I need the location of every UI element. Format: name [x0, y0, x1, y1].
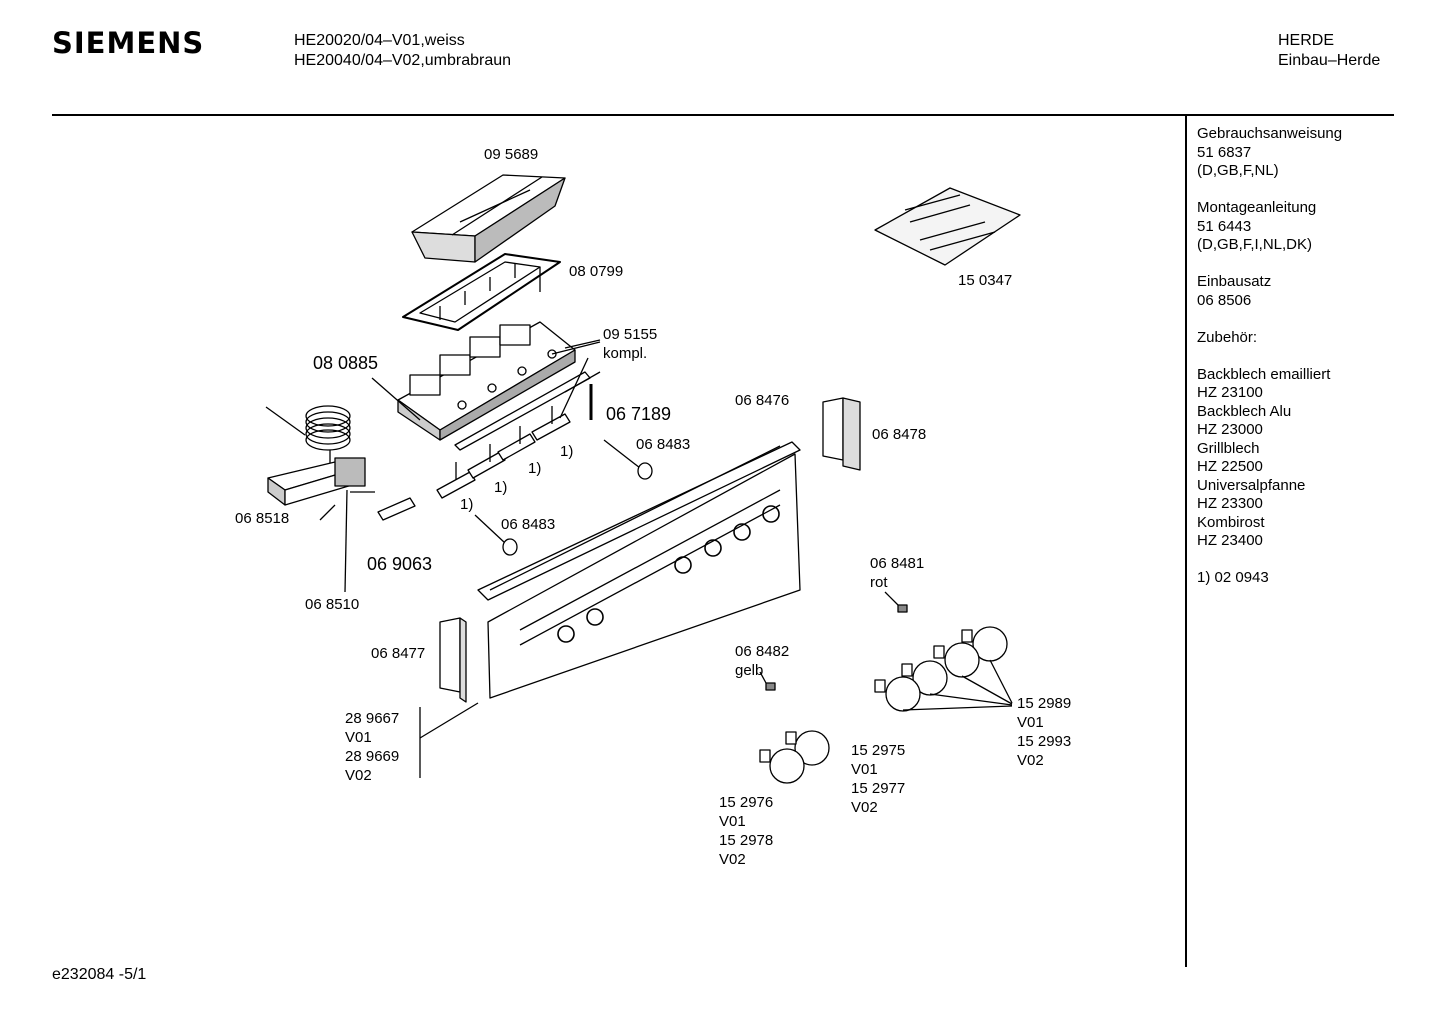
part-label-group: 28 9667 V01 28 9669 V02	[345, 709, 399, 785]
sidebar-text: Einbausatz	[1197, 273, 1272, 290]
part-label: 08 0885	[313, 353, 379, 373]
part-label: 06 7189	[606, 404, 672, 424]
leader-line	[371, 377, 421, 421]
category-line-1: HERDE	[1278, 32, 1335, 49]
category-info: HERDE Einbau–Herde	[1278, 31, 1380, 71]
part-label: 06 8481	[870, 555, 925, 572]
sidebar-text: Kombirost	[1197, 513, 1265, 531]
header-rule	[52, 114, 1394, 116]
screw-bag-part	[874, 187, 1021, 266]
tray-part	[411, 174, 566, 263]
sidebar-block-installation: Montageanleitung 51 6443 (D,GB,F,I,NL,DK…	[1197, 199, 1342, 255]
sidebar-text: 51 6837	[1197, 143, 1252, 161]
sidebar-rule	[1185, 116, 1187, 967]
part-label-group: 15 2975 V01 15 2977 V02	[851, 741, 905, 817]
thermostat-part	[265, 405, 375, 521]
part-label: V02	[1017, 752, 1044, 769]
sidebar-block-accessories: Backblech emailliert HZ 23100 Backblech …	[1197, 366, 1342, 551]
part-label: V02	[345, 767, 372, 784]
footnote-marker: 1)	[528, 460, 542, 477]
part-label: gelb	[735, 662, 764, 679]
sidebar-text: 06 8506	[1197, 291, 1252, 309]
sidebar-text: Zubehör:	[1197, 328, 1258, 346]
part-label: 09 5689	[484, 146, 539, 163]
switch-block-part	[397, 321, 601, 441]
sidebar-text: HZ 23300	[1197, 495, 1263, 512]
part-label: V01	[1017, 714, 1044, 731]
sidebar-text: Gebrauchsanweisung	[1197, 125, 1343, 142]
part-label: 28 9669	[345, 748, 400, 765]
sidebar-text: HZ 23000	[1197, 421, 1263, 438]
model-line-1: HE20020/04–V01,weiss	[294, 32, 465, 49]
part-label: V02	[851, 799, 878, 816]
part-label: V02	[719, 851, 746, 868]
part-label: 06 8477	[371, 645, 426, 662]
part-label: 15 2977	[851, 780, 906, 797]
clip-part	[897, 604, 908, 613]
part-label: 06 8518	[235, 510, 290, 527]
sidebar-text: HZ 23400	[1197, 532, 1263, 549]
footnote-marker: 1)	[560, 443, 574, 460]
knob-set-part	[874, 626, 1008, 712]
part-label: V01	[345, 729, 372, 746]
sidebar-text: Montageanleitung	[1197, 199, 1317, 216]
sidebar-text: (D,GB,F,I,NL,DK)	[1197, 236, 1313, 253]
part-label: 06 8482	[735, 643, 790, 660]
part-label: rot	[870, 574, 888, 591]
sidebar-parts-list: Gebrauchsanweisung 51 6837 (D,GB,F,NL) M…	[1197, 125, 1342, 606]
part-label: 06 8510	[305, 596, 360, 613]
part-label: V01	[719, 813, 746, 830]
footnote-marker: 1)	[494, 479, 508, 496]
sidebar-text: HZ 22500	[1197, 458, 1263, 475]
category-line-2: Einbau–Herde	[1278, 52, 1381, 69]
part-label: 08 0799	[569, 263, 624, 280]
part-label: kompl.	[603, 345, 648, 362]
sidebar-text: Backblech Alu	[1197, 402, 1292, 420]
part-label: V01	[851, 761, 878, 778]
part-label: 15 0347	[958, 272, 1013, 289]
part-label: 06 8483	[501, 516, 556, 533]
bracket-part	[439, 397, 861, 703]
control-panel-part	[477, 441, 801, 699]
sidebar-block-kit: Einbausatz 06 8506	[1197, 273, 1342, 310]
sidebar-text: Grillblech	[1197, 439, 1260, 457]
lamp-part	[474, 439, 653, 556]
brand-logo: SIEMENS	[52, 26, 205, 60]
sidebar-block-footnote: 1) 02 0943	[1197, 569, 1342, 588]
sidebar-text: 51 6443	[1197, 217, 1252, 235]
part-label-group: 15 2989 V01 15 2993 V02	[1017, 694, 1071, 770]
part-label: 15 2975	[851, 742, 906, 759]
sidebar-text: Backblech emailliert	[1197, 365, 1331, 383]
sidebar-text: HZ 23100	[1197, 384, 1263, 401]
sidebar-block-manual: Gebrauchsanweisung 51 6837 (D,GB,F,NL)	[1197, 125, 1342, 181]
sidebar-block-accessories-title: Zubehör:	[1197, 329, 1342, 348]
part-label: 15 2993	[1017, 733, 1072, 750]
clip-part	[765, 682, 776, 691]
contacts-part	[436, 357, 589, 499]
model-line-2: HE20040/04–V02,umbrabraun	[294, 52, 512, 69]
plate-part	[377, 497, 416, 521]
part-label: 06 8483	[636, 436, 691, 453]
knob-pair-part	[759, 730, 830, 784]
part-label: 15 2989	[1017, 695, 1072, 712]
part-label: 15 2976	[719, 794, 774, 811]
part-label: 06 8478	[872, 426, 927, 443]
footnote-marker: 1)	[460, 496, 474, 513]
sidebar-text: Universalpfanne	[1197, 476, 1306, 494]
part-label: 09 5155	[603, 326, 658, 343]
model-info: HE20020/04–V01,weiss HE20040/04–V02,umbr…	[294, 31, 511, 71]
frame-part	[402, 253, 561, 331]
sidebar-text: (D,GB,F,NL)	[1197, 162, 1279, 179]
part-label: 06 9063	[367, 554, 433, 574]
sidebar-text: 1) 02 0943	[1197, 569, 1269, 586]
part-label: 15 2978	[719, 832, 774, 849]
part-label: 06 8476	[735, 392, 790, 409]
document-code: e232084 -5/1	[52, 966, 147, 983]
part-label-group: 15 2976 V01 15 2978 V02	[719, 793, 773, 869]
part-label: 28 9667	[345, 710, 400, 727]
